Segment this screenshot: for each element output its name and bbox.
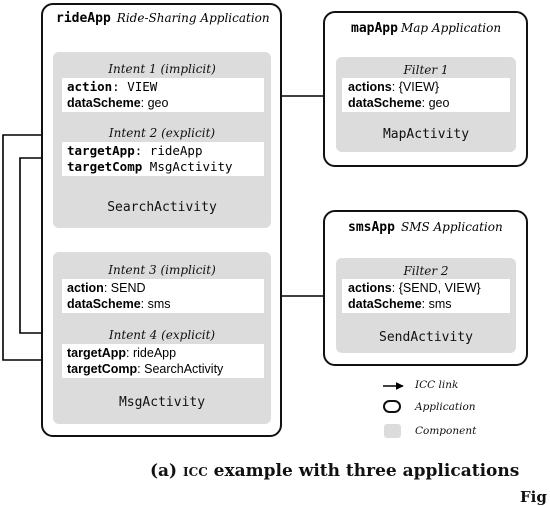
filter2-line-datascheme: dataScheme: sms: [348, 297, 452, 311]
legend-component-swatch: [384, 424, 401, 438]
filter1-line-actions: actions: {VIEW}: [348, 80, 440, 94]
filter2-title: Filter 2: [403, 264, 449, 278]
intent2-title: Intent 2 (explicit): [108, 126, 216, 140]
sms-app-title: smsApp SMS Application: [348, 219, 503, 235]
intent1-line-action: action: VIEW: [67, 79, 158, 94]
legend-icc-link-label: ICC link: [415, 379, 459, 391]
map-activity-name: MapActivity: [382, 127, 470, 142]
intent3-line-action: action: SEND: [67, 281, 146, 295]
filter1-box: [342, 78, 510, 112]
sms-app-description: SMS Application: [400, 220, 503, 234]
msg-activity-name: MsgActivity: [118, 395, 206, 410]
intent4-line-targetapp: targetApp: rideApp: [67, 346, 177, 360]
intent3-line-datascheme: dataScheme: sms: [67, 297, 171, 311]
filter1-line-datascheme: dataScheme: geo: [348, 96, 450, 110]
ride-app-description: Ride-Sharing Application: [116, 11, 270, 25]
legend-application-swatch: [383, 400, 401, 413]
intent3-box: [62, 279, 264, 313]
intent1-title: Intent 1 (implicit): [108, 62, 216, 76]
figure-caption: (a) icc example with three applications: [150, 461, 520, 481]
ride-app-name: rideApp: [56, 11, 111, 26]
ride-app-title: rideApp Ride-Sharing Application: [56, 10, 270, 26]
map-app-name: mapApp: [351, 21, 398, 36]
icc-link-intent4-searchactivity: [2, 131, 62, 361]
legend-application-label: Application: [415, 401, 476, 413]
filter2-box: [342, 279, 510, 313]
intent4-title: Intent 4 (explicit): [108, 328, 216, 342]
intent3-title: Intent 3 (implicit): [108, 263, 216, 277]
send-activity-name: SendActivity: [379, 330, 473, 345]
intent4-line-targetcomp: targetComp: SearchActivity: [67, 362, 224, 376]
intent1-line-datascheme: dataScheme: geo: [67, 96, 169, 110]
sms-app-name: smsApp: [348, 220, 395, 235]
intent2-line-targetapp: targetApp: rideApp: [67, 143, 203, 158]
intent1-box: [62, 78, 264, 112]
filter2-line-actions: actions: {SEND, VIEW}: [348, 281, 481, 295]
legend-component-label: Component: [415, 425, 477, 437]
map-app-description: Map Application: [400, 21, 502, 35]
intent2-line-targetcomp: targetComp MsgActivity: [67, 159, 233, 174]
figure-label: Fig: [520, 488, 547, 506]
search-activity-name: SearchActivity: [107, 200, 217, 215]
intent2-box: [62, 142, 264, 176]
intent4-box: [62, 344, 264, 378]
filter1-title: Filter 1: [403, 63, 449, 77]
